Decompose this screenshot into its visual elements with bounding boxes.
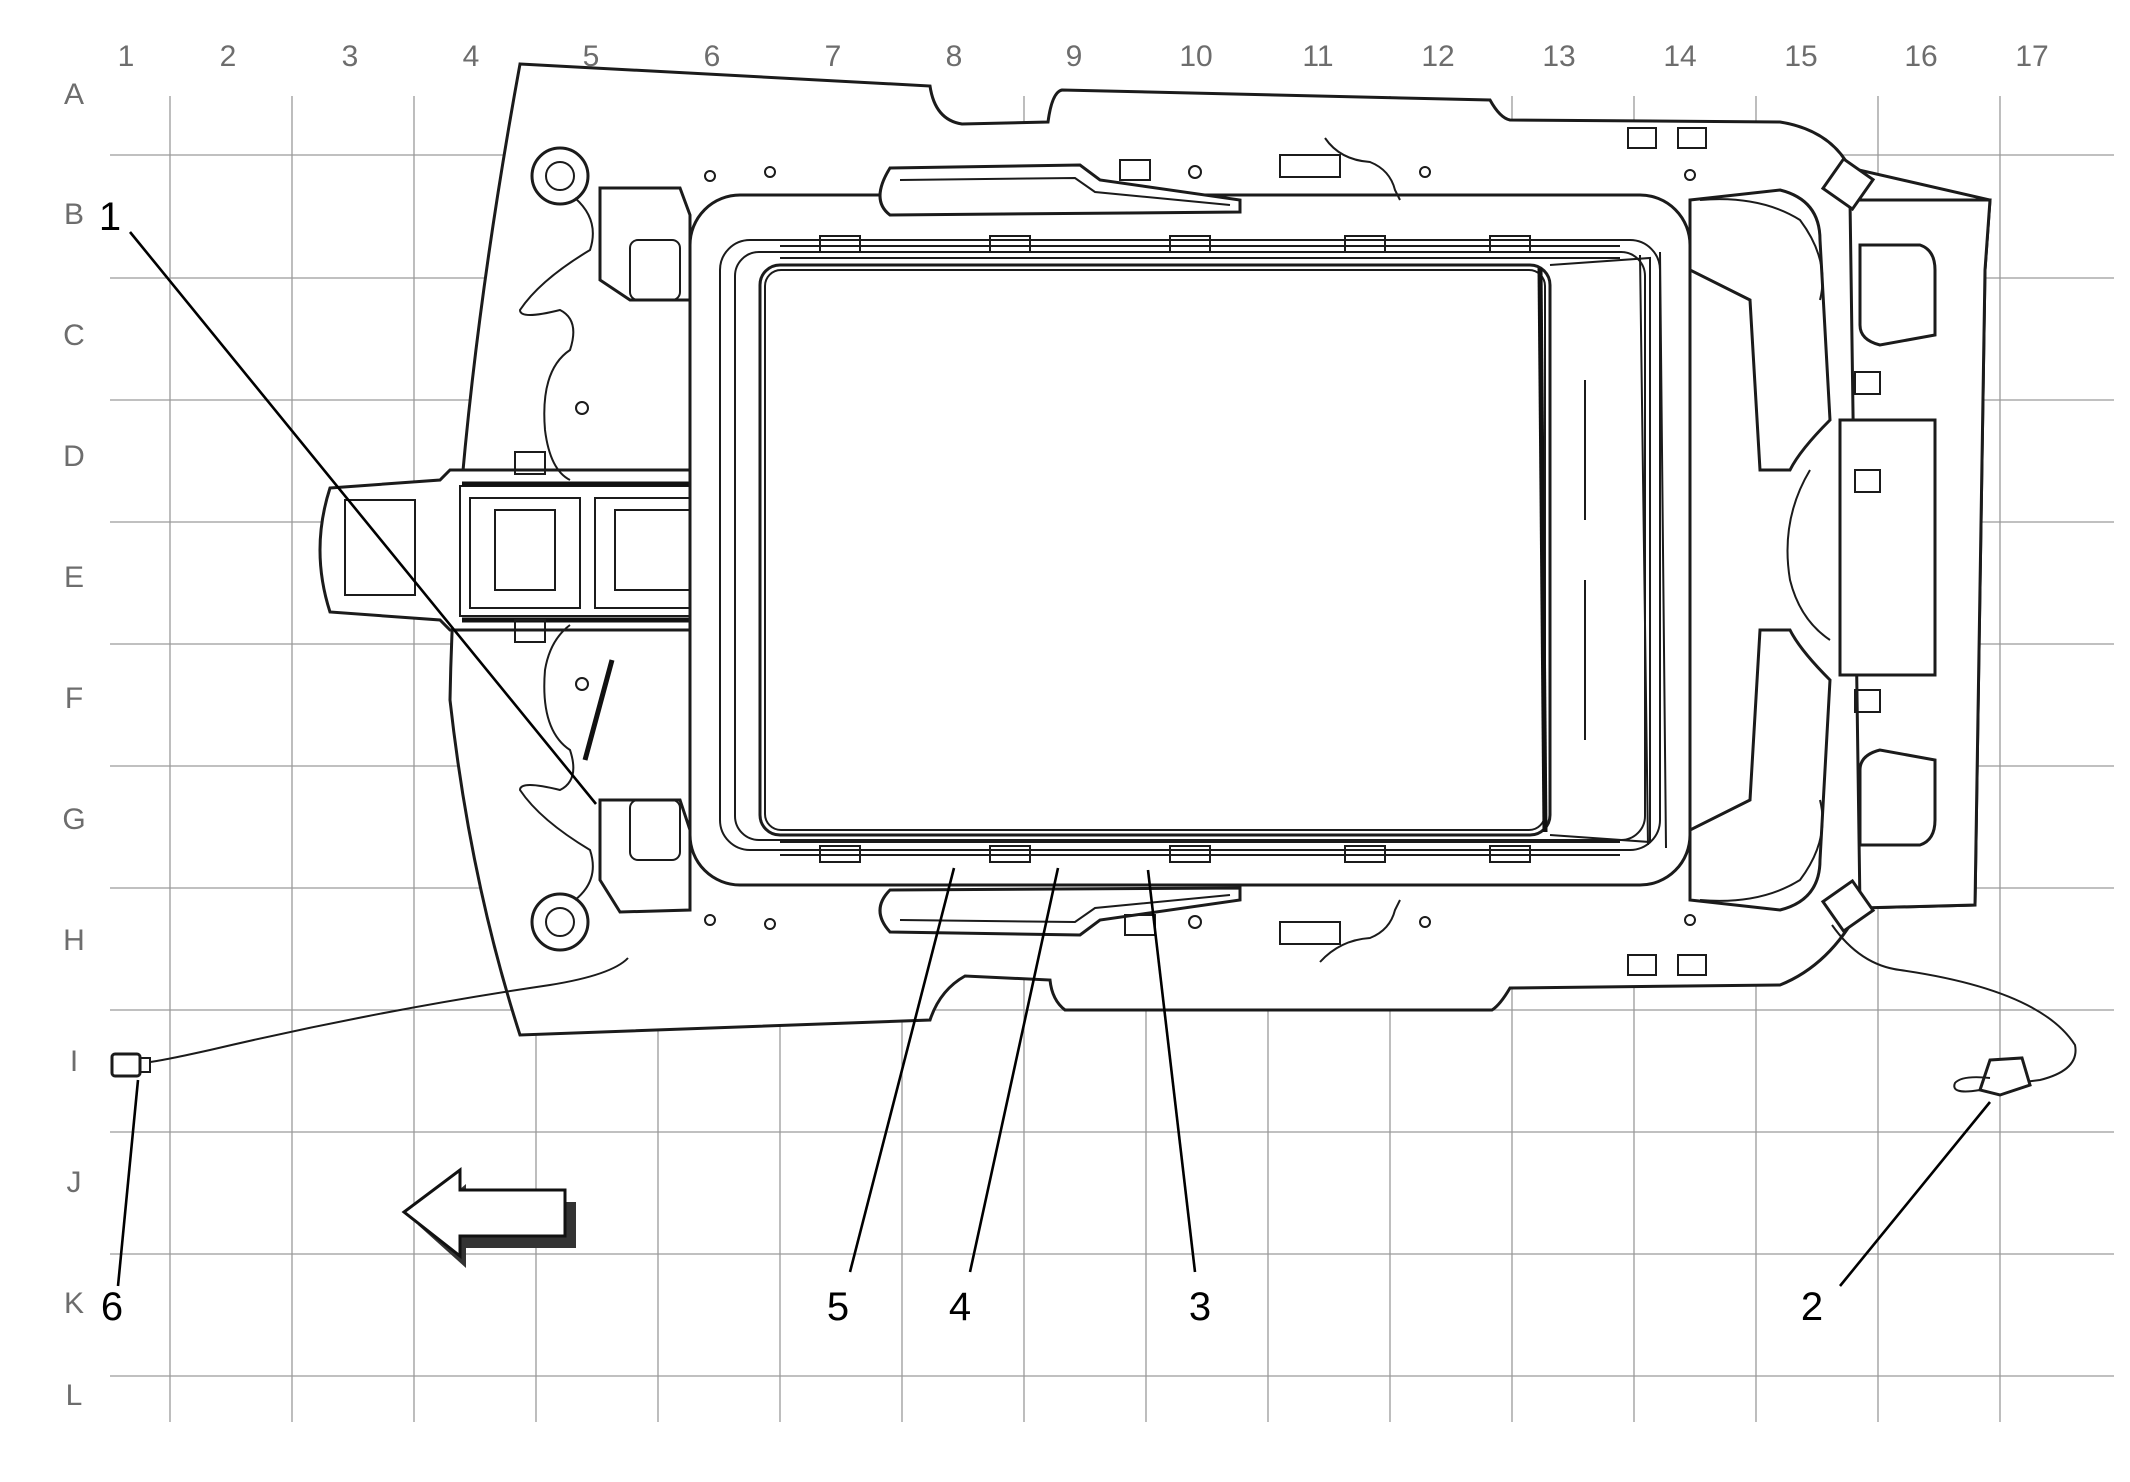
grid-column-label: 11 <box>1302 40 1333 73</box>
connector-2 <box>1978 1056 2032 1097</box>
leader-1 <box>128 231 598 805</box>
grid-row-label: L <box>66 1379 83 1412</box>
leader-2 <box>1838 1101 1992 1287</box>
grid-row-label: E <box>64 561 84 594</box>
rear-corner-structures <box>1688 156 1937 934</box>
grid-row-label: B <box>64 198 84 231</box>
grid-column-label: 4 <box>463 40 480 73</box>
grid-row-label: C <box>63 319 85 352</box>
grid-column-label: 13 <box>1542 40 1575 73</box>
sunshade-roller <box>1549 251 1667 849</box>
sunroof-frame-rail <box>719 239 1661 851</box>
grid-row-label: A <box>64 78 84 111</box>
grid-row-label: J <box>67 1166 82 1199</box>
grid-column-label: 6 <box>704 40 721 73</box>
callout-leaders <box>116 231 1992 1287</box>
grid-column-label: 1 <box>118 40 135 73</box>
grid-column-label: 12 <box>1421 40 1454 73</box>
callout-3: 3 <box>1189 1285 1211 1329</box>
grid-row-labels: A B C D E F G H I J K L <box>62 78 85 1412</box>
grid-column-label: 15 <box>1784 40 1817 73</box>
callout-5: 5 <box>827 1285 849 1329</box>
grid-row-label: H <box>63 924 85 957</box>
leader-6 <box>116 1079 140 1287</box>
grid-row-label: G <box>62 803 85 836</box>
grid-column-label: 17 <box>2015 40 2048 73</box>
wiring-harness <box>518 137 1824 963</box>
grid-column-label: 9 <box>1066 40 1083 73</box>
sunroof-glass-opening <box>758 263 1552 837</box>
grid-column-labels: 1 2 3 4 5 6 7 8 9 10 11 12 13 14 15 16 1… <box>118 40 2049 73</box>
front-corner-mounts <box>530 146 692 952</box>
sunroof-rear-seal <box>1537 267 1548 833</box>
callout-2: 2 <box>1801 1285 1823 1329</box>
leader-5 <box>848 867 956 1273</box>
grid-column-label: 10 <box>1179 40 1212 73</box>
left-arrow-icon <box>401 1167 576 1268</box>
grid-column-label: 16 <box>1904 40 1937 73</box>
callout-4: 4 <box>949 1285 971 1329</box>
grid-row-label: F <box>65 682 83 715</box>
grid-column-label: 14 <box>1663 40 1696 73</box>
grid-column-label: 2 <box>220 40 237 73</box>
connector-6 <box>110 1052 142 1078</box>
grid-column-label: 3 <box>342 40 359 73</box>
roof-trim-channels <box>878 154 1341 945</box>
grid-column-label: 7 <box>825 40 842 73</box>
grid-row-label: K <box>64 1287 84 1320</box>
mounting-holes <box>575 165 1696 930</box>
callout-6: 6 <box>101 1285 123 1329</box>
overhead-console <box>318 468 747 632</box>
grid-column-label: 8 <box>946 40 963 73</box>
harness-lead-left <box>149 957 629 1063</box>
leader-4 <box>968 867 1060 1273</box>
grid-column-label: 5 <box>583 40 600 73</box>
harness-lead-right <box>1831 924 2077 1086</box>
grid-row-label: D <box>63 440 85 473</box>
callout-labels: 1 2 3 4 5 6 <box>99 195 1823 1329</box>
leader-3 <box>1146 869 1197 1273</box>
rear-mount-blocks <box>1627 127 1707 976</box>
sunroof-side-tracks <box>780 235 1620 863</box>
grid-row-label: I <box>70 1045 78 1078</box>
callout-1: 1 <box>99 195 121 239</box>
